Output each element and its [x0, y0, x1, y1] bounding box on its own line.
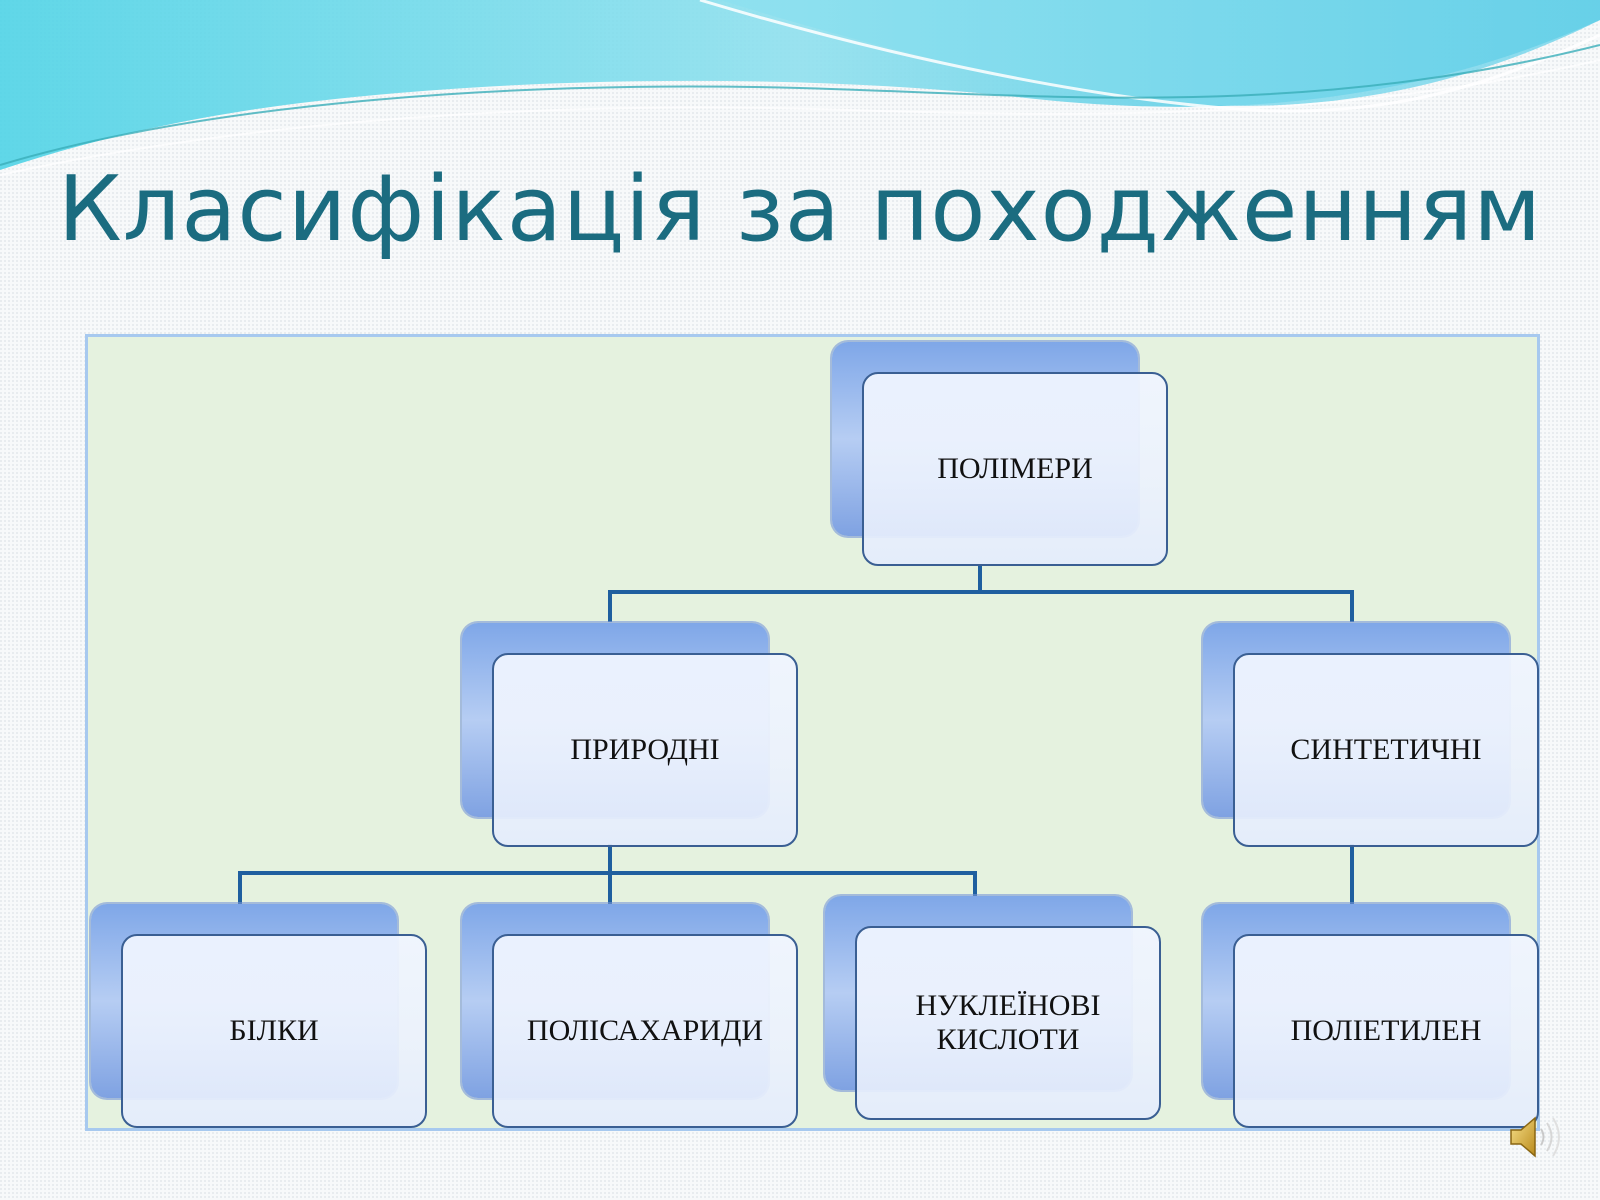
node-polyethylene: ПОЛІЕТИЛЕН	[1203, 904, 1539, 1128]
node-synthetic-label: СИНТЕТИЧНІ	[1233, 653, 1539, 847]
node-proteins: БІЛКИ	[91, 904, 427, 1128]
node-natural: ПРИРОДНІ	[462, 623, 798, 847]
connector-natural-children	[238, 844, 977, 904]
node-synthetic: СИНТЕТИЧНІ	[1203, 623, 1539, 847]
speaker-icon[interactable]	[1505, 1112, 1565, 1162]
header-waves-decoration	[0, 0, 1600, 176]
node-polysaccharides-label: ПОЛІСАХАРИДИ	[492, 934, 798, 1128]
node-polyethylene-label: ПОЛІЕТИЛЕН	[1233, 934, 1539, 1128]
node-proteins-label: БІЛКИ	[121, 934, 427, 1128]
node-polymers: ПОЛІМЕРИ	[832, 342, 1168, 566]
node-nucleic-acids-label: НУКЛЕЇНОВІ КИСЛОТИ	[855, 926, 1161, 1120]
node-polysaccharides: ПОЛІСАХАРИДИ	[462, 904, 798, 1128]
node-polymers-label: ПОЛІМЕРИ	[862, 372, 1168, 566]
connector-root-children	[608, 564, 1354, 622]
node-natural-label: ПРИРОДНІ	[492, 653, 798, 847]
node-nucleic-acids: НУКЛЕЇНОВІ КИСЛОТИ	[825, 896, 1161, 1120]
slide-title: Класифікація за походженням	[57, 157, 1543, 262]
